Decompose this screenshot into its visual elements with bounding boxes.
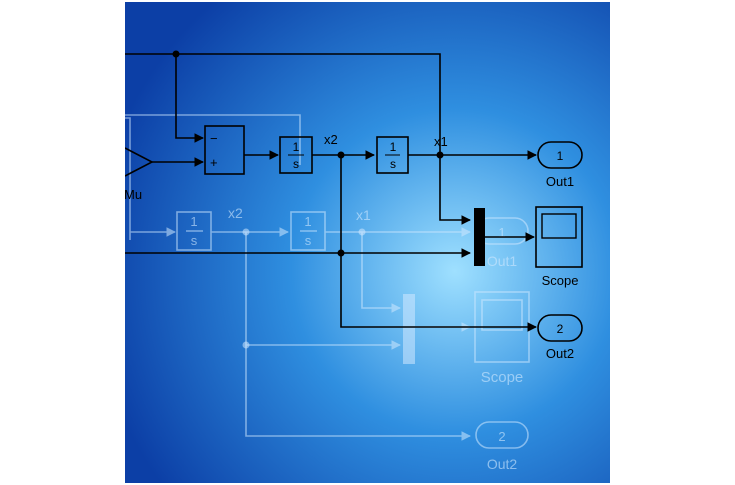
ghost-integrator-a: [176, 211, 212, 251]
ghost-wire-left-bracket: [125, 117, 131, 240]
junction-feedback: [172, 50, 180, 58]
ghost-out1-port-number: 1: [498, 225, 505, 240]
ghost-out1-label: Out1: [487, 253, 518, 269]
wire-feedback-to-sum-minus: [175, 54, 204, 143]
out1-label: Out1: [546, 174, 574, 189]
integrator-x1-denominator: s: [390, 157, 396, 171]
ghost-integrator-a-den: s: [191, 233, 198, 248]
ghost-scope-screen: [481, 299, 523, 331]
out1-port-number: 1: [557, 149, 564, 163]
ghost-signal-x1: x1: [356, 207, 371, 223]
gain-label: Mu: [124, 187, 142, 202]
out2-port-number: 2: [557, 322, 564, 336]
ghost-layer-fills: [242, 228, 415, 364]
out1-port[interactable]: [537, 141, 583, 169]
ghost-node-x2: [242, 228, 250, 236]
ghost-integrator-b-num: 1: [304, 214, 311, 229]
ghost-mux-bar: [403, 294, 415, 364]
ghost-integrator-b: [290, 211, 326, 251]
sum-minus-sign: −: [210, 131, 218, 146]
ghost-wire-x2-to-out2: [245, 232, 471, 441]
gain-block[interactable]: [125, 147, 154, 177]
ghost-wire-top-bracket: [125, 114, 301, 165]
ghost-wire-x1-to-mux: [361, 232, 401, 313]
ghost-integrator-b-den: s: [305, 233, 312, 248]
diagram-background: [125, 2, 610, 483]
sum-plus-sign: +: [210, 155, 218, 170]
ghost-node-branch: [242, 341, 250, 349]
junction-x1: [436, 151, 444, 159]
signal-x1-label: x1: [434, 134, 448, 149]
ghost-out2-port: [475, 421, 529, 449]
ghost-signal-x2: x2: [228, 205, 243, 221]
integrator-x1-numerator: 1: [390, 140, 397, 154]
ghost-out2-label: Out2: [487, 456, 518, 472]
wire-x1-to-mux-top: [125, 53, 471, 225]
out2-port[interactable]: [537, 314, 583, 342]
sum-block[interactable]: [204, 125, 245, 175]
integrator-x2-block[interactable]: [279, 136, 313, 174]
mux-block[interactable]: [474, 208, 485, 266]
ghost-out2-port-number: 2: [498, 429, 505, 444]
wire-x2-to-out2: [340, 155, 537, 332]
ghost-node-x1: [358, 228, 366, 236]
integrator-x1-block[interactable]: [376, 136, 409, 174]
ghost-scope-label: Scope: [481, 369, 524, 386]
signal-x2-label: x2: [324, 132, 338, 147]
ghost-integrator-a-num: 1: [190, 214, 197, 229]
integrator-x2-numerator: 1: [293, 140, 300, 154]
junction-x2-lower: [337, 249, 345, 257]
scope-block[interactable]: [535, 206, 583, 268]
junction-x2: [337, 151, 345, 159]
scope-label: Scope: [542, 273, 579, 288]
out2-label: Out2: [546, 346, 574, 361]
integrator-x2-denominator: s: [293, 157, 299, 171]
scope-screen: [541, 213, 577, 239]
